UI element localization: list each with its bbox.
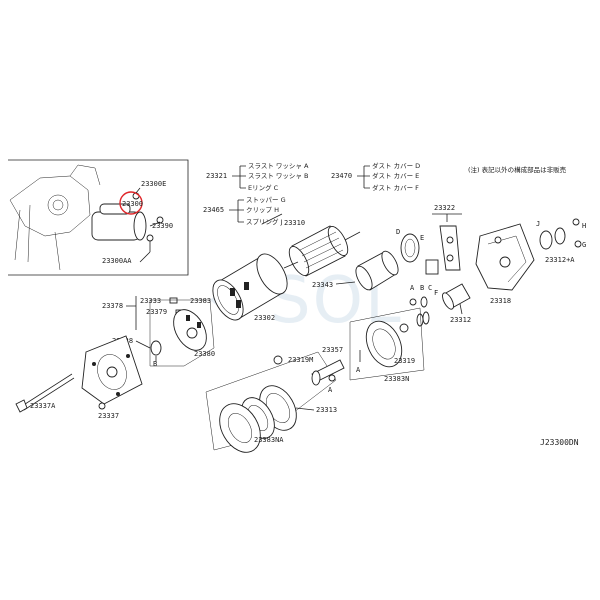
part-front-housing: 23318 — [475, 223, 535, 305]
letter-B-right: B — [420, 284, 424, 292]
sub-23470-d: ダスト カバー D — [372, 161, 420, 170]
label-23383N: 23383N — [384, 375, 409, 383]
letter-G: G — [582, 241, 586, 249]
label-23337A: 23337A — [30, 402, 56, 410]
sub-23465-j: スプリング J — [246, 217, 283, 226]
label-23302: 23302 — [254, 314, 275, 322]
part-washers-right: A B C — [409, 284, 432, 308]
letter-H: H — [582, 222, 586, 230]
sub-23321-b: スラスト ワッシャ B — [248, 172, 308, 180]
part-yoke: 23302 — [212, 253, 288, 322]
part-gear-assembly: 23319M 23357 A 23313 23383NA — [205, 346, 345, 453]
label-23319M: 23319M — [288, 356, 313, 364]
sub-23470-f: ダスト カバー F — [372, 183, 419, 192]
label-23319: 23319 — [394, 357, 415, 365]
label-23343: 23343 — [312, 281, 333, 289]
part-rear-housing: 23338 23337 23337A B — [15, 335, 162, 420]
sub-23321-a: スラスト ワッシャ A — [248, 162, 309, 170]
part-internal-gear: 23319 23383N A — [349, 307, 425, 383]
sub-23465-h: クリップ H — [246, 206, 279, 214]
label-23300AA: 23300AA — [102, 257, 132, 265]
group-23321: 23321 スラスト ワッシャ A スラスト ワッシャ B Eリング C — [206, 162, 309, 192]
letter-B-rear: B — [153, 360, 157, 368]
label-23383: 23383 — [190, 297, 211, 305]
label-23357: 23357 — [322, 346, 343, 354]
letter-A-right: A — [410, 284, 415, 292]
label-23300: 23300 — [122, 200, 143, 208]
label-23380: 23380 — [194, 350, 215, 358]
group-23465: 23465 ストッパー G クリップ H スプリング J — [203, 196, 286, 226]
highlight-circle — [119, 191, 143, 215]
label-23379: 23379 — [146, 308, 167, 316]
note-text: (注) 表記以外の構成部品は非販売 — [468, 165, 567, 174]
letter-C-right: C — [428, 284, 432, 292]
label-23465: 23465 — [203, 206, 224, 214]
letter-A-left: A — [328, 386, 333, 394]
label-23470: 23470 — [331, 172, 352, 180]
label-23300E: 23300E — [141, 180, 166, 188]
label-23333: 23333 — [140, 297, 161, 305]
label-23318: 23318 — [490, 297, 511, 305]
label-23383NA: 23383NA — [254, 436, 284, 444]
part-armature: 23310 — [261, 213, 361, 277]
part-solenoid: 23343 — [312, 250, 399, 291]
group-23470: 23470 ダスト カバー D ダスト カバー E ダスト カバー F — [331, 161, 420, 192]
inset-frame: 23300E 23300 23390 23300AA — [8, 159, 189, 276]
part-dust-cover-d: D — [396, 228, 420, 263]
sub-23470-e: ダスト カバー E — [372, 171, 419, 180]
diagram-code: J23300DN — [540, 438, 579, 447]
part-shift-lever: 23322 F E — [420, 204, 462, 297]
label-23313: 23313 — [316, 406, 337, 414]
group-23378: 23378 23333 23383 23379 23380 — [102, 296, 215, 367]
sub-23465-g: ストッパー G — [246, 196, 286, 204]
label-23378: 23378 — [102, 302, 123, 310]
part-pinion: 23312 — [416, 283, 471, 327]
label-23312: 23312 — [450, 316, 471, 324]
label-23312A: 23312+A — [545, 256, 575, 264]
label-23321: 23321 — [206, 172, 227, 180]
letter-D: D — [396, 228, 400, 236]
letter-A-center: A — [356, 366, 361, 374]
part-small-hardware: J H G 23312+A — [536, 218, 586, 264]
label-23310: 23310 — [284, 219, 305, 227]
label-23337: 23337 — [98, 412, 119, 420]
letter-E: E — [420, 234, 424, 242]
label-23322: 23322 — [434, 204, 455, 212]
letter-F: F — [434, 289, 438, 297]
label-23390: 23390 — [152, 222, 173, 230]
letter-J: J — [536, 220, 540, 228]
sub-23321-c: Eリング C — [248, 183, 279, 192]
